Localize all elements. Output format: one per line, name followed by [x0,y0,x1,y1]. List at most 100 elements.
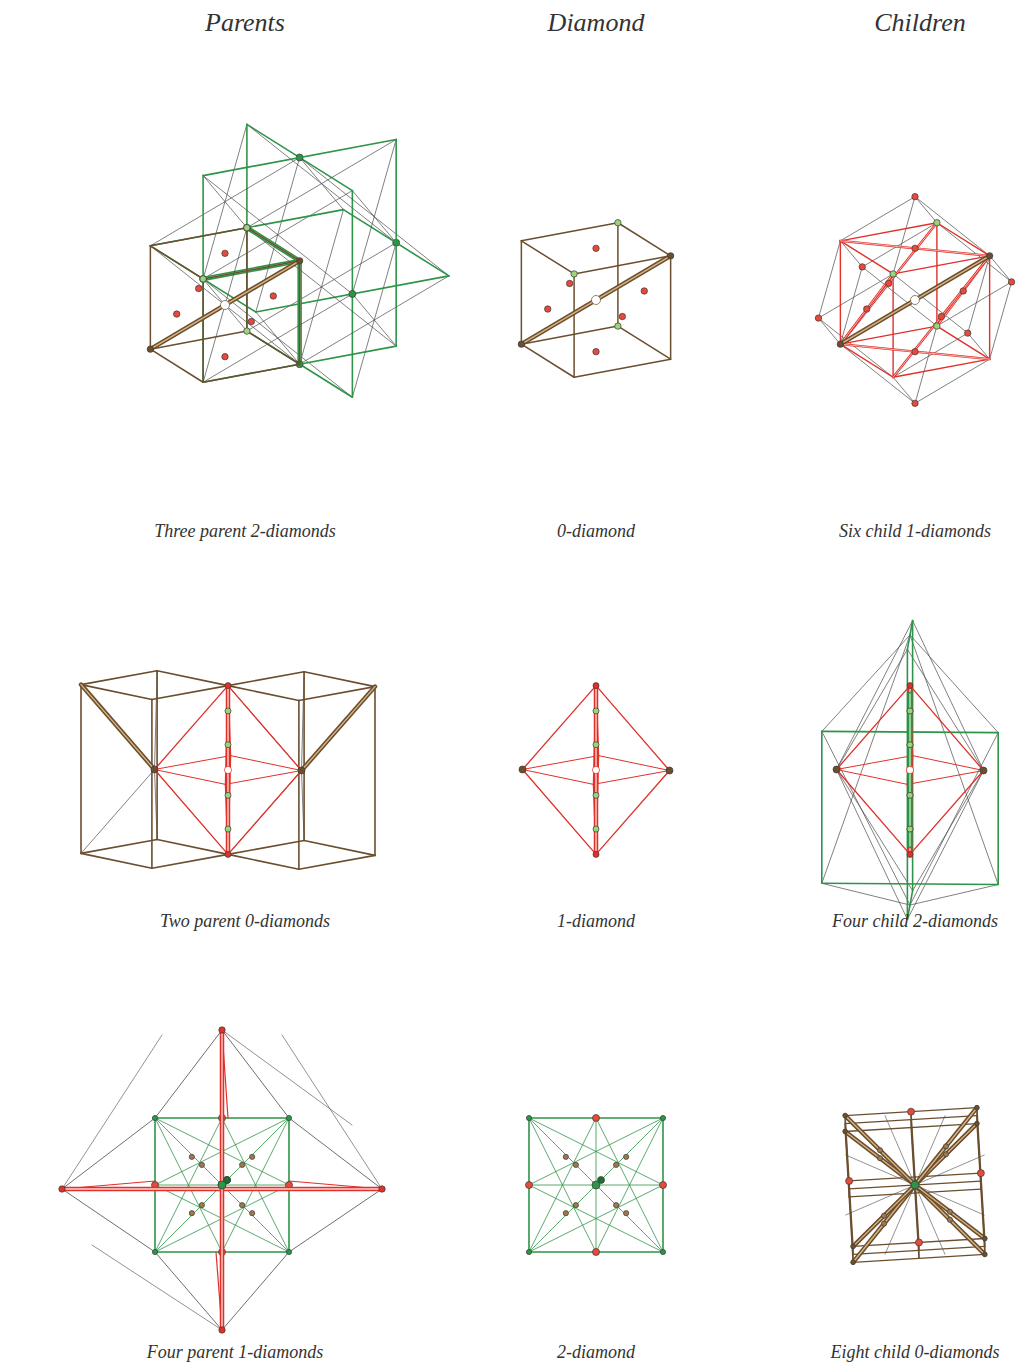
edge-line [818,274,893,318]
cube-edge [150,349,203,382]
vertex-dot [934,323,940,329]
cube-edge [150,246,152,349]
spine-line [81,685,154,770]
edge-line [155,1030,222,1118]
figure-group [59,124,1015,1333]
cube-edge [893,359,990,377]
square-edge [907,621,912,650]
edge-line [840,223,937,344]
edge-line [915,197,990,256]
vertex-dot [947,1209,952,1214]
edge-line [910,635,998,733]
vertex-dot [907,742,913,748]
vertex-dot [864,306,870,312]
vertex-dot [593,683,599,689]
edge-line [352,294,396,346]
spine-line [150,261,299,349]
edge-line [155,686,228,770]
vertex-dot [907,708,913,714]
edge-line [893,377,915,403]
vertex-dot [199,1203,204,1208]
cube-edge [304,672,375,687]
vertex-dot [843,1113,848,1118]
cube-edge [228,854,299,869]
vertex-dot [222,250,228,256]
vertex-dot [221,301,230,310]
vertex-dot [152,1249,157,1254]
edge-line [822,635,910,883]
cube-edge [573,274,575,377]
edge-line [155,1252,222,1330]
vertex-dot [593,708,599,714]
vertex-dot [624,1154,629,1159]
vertex-dot [1008,279,1014,285]
cube-edge [203,364,300,382]
figure-caption: Six child 1-diamonds [839,521,991,541]
vertex-dot [881,1221,886,1226]
vertex-dot [614,1162,619,1167]
vertex-dot [286,1115,291,1120]
spine-line [853,1185,915,1262]
cube-edge [849,1173,981,1181]
vertex-dot [907,826,913,832]
vertex-dot [250,1154,255,1159]
vertex-dot [218,1181,226,1189]
square-edge [256,276,449,312]
label-box: 2-diamond [557,1342,635,1363]
vertex-dot [244,328,250,334]
vertex-dot [199,1162,204,1167]
square-edge [203,139,396,175]
edge-line [289,1118,382,1189]
vertex-dot [526,1115,531,1120]
spine-line [915,1185,985,1254]
vertex-dot [877,1156,882,1161]
edge-line [910,733,998,905]
cube-edge [849,1181,981,1189]
square-edge [395,139,397,346]
edge-line [92,1245,222,1330]
cube-edge [156,671,158,840]
cube-edge [202,279,204,382]
vertex-dot [298,767,305,774]
edge-line [203,228,247,383]
edge-line [990,256,1012,282]
vertex-dot [248,318,254,324]
spine-line [81,685,154,770]
cube-edge [150,246,203,279]
edge-line [247,124,396,242]
cube-edge [152,854,228,868]
edge-line [596,686,669,771]
cube-edge [228,841,304,855]
edge-line [352,139,396,294]
edge-line [818,241,840,318]
edge-line [910,771,983,855]
vertex-dot [573,1162,578,1167]
edge-line [282,1035,382,1189]
vertex-dot [986,253,992,259]
cube-edge [840,223,937,241]
spine-line [221,1030,222,1330]
cube-edge [157,671,228,686]
figure-caption: Four child 2-diamonds [832,911,998,931]
edge-line [818,318,840,344]
vertex-dot [225,708,231,714]
cube-edge [228,672,304,686]
spine-line [915,1185,985,1239]
vertex-dot [846,1177,853,1184]
column-heading: Diamond [548,8,645,37]
edge-line [893,256,990,377]
cube-edge [298,701,300,870]
edge-line [352,243,396,398]
spine-line [521,256,670,344]
cube-edge [152,686,228,700]
cube-edge [845,1108,977,1116]
cube-edge [618,223,671,256]
cube-edge [247,331,300,364]
vertex-dot [200,276,206,282]
edge-line [840,223,937,344]
label-box: Eight child 0-diamonds [831,1342,1000,1363]
vertex-dot [526,1249,531,1254]
cube-edge [151,699,153,868]
edge-line [837,649,908,769]
edge-line [222,1030,289,1118]
